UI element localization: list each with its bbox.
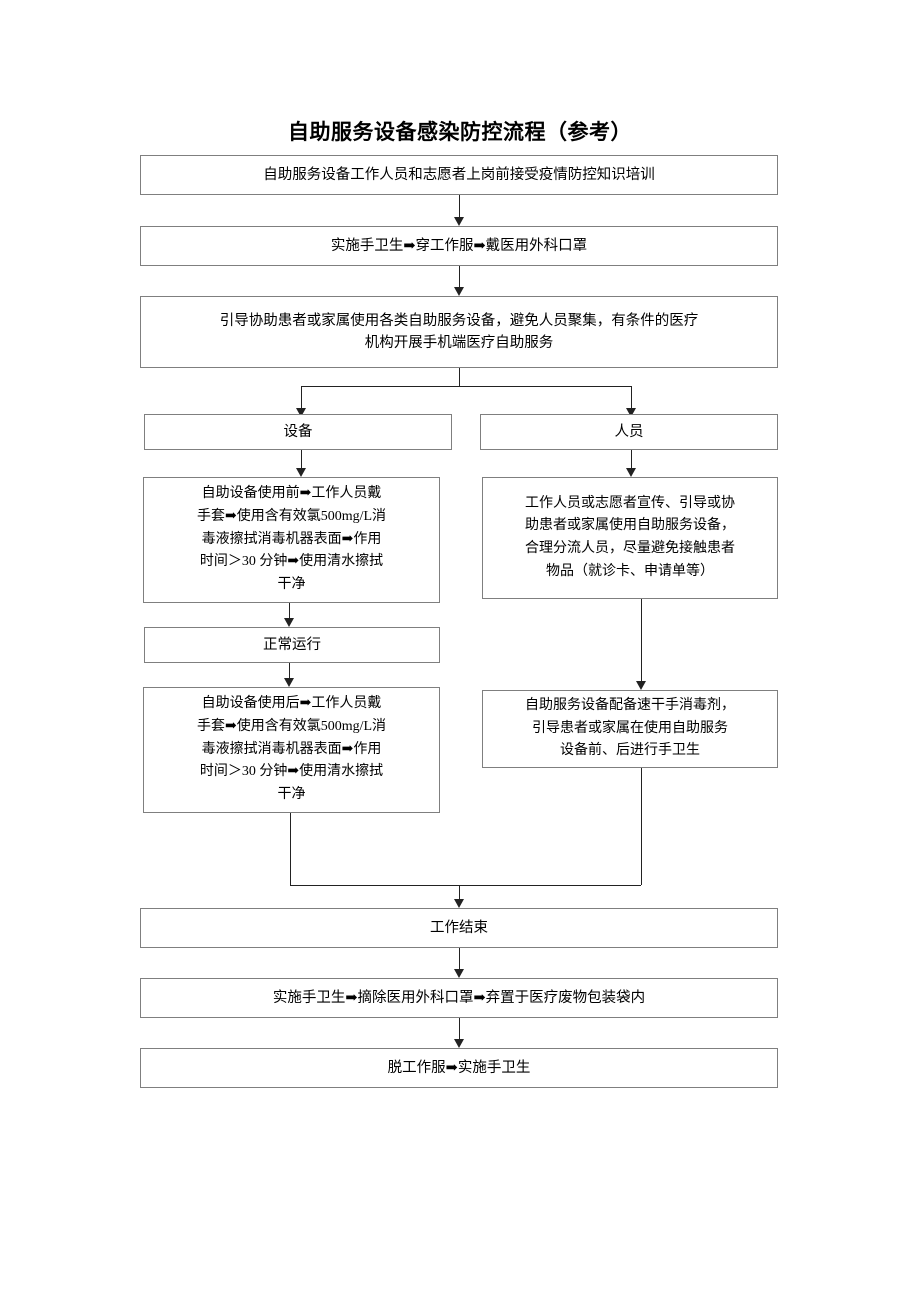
node-equipment-before-use-label: 自助设备使用前➡工作人员戴 手套➡使用含有效氯500mg/L消 毒液擦拭消毒机器… xyxy=(196,486,387,592)
node-equipment-before-use: 自助设备使用前➡工作人员戴 手套➡使用含有效氯500mg/L消 毒液擦拭消毒机器… xyxy=(143,477,440,603)
node-mask-off: 实施手卫生➡摘除医用外科口罩➡弃置于医疗废物包装袋内 xyxy=(140,978,778,1018)
node-equipment-normal-operation-label: 正常运行 xyxy=(263,636,321,653)
connector-merge-to-work-end xyxy=(459,885,460,900)
node-training-label: 自助服务设备工作人员和志愿者上岗前接受疫情防控知识培训 xyxy=(263,166,655,183)
node-work-end-label: 工作结束 xyxy=(430,919,488,936)
arrowhead-fork-right xyxy=(625,408,636,417)
connector-merge-bar xyxy=(290,885,641,886)
node-equipment-normal-operation: 正常运行 xyxy=(144,627,440,663)
connector-fork-left-drop xyxy=(301,386,302,408)
node-ppe-on-label: 实施手卫生➡穿工作服➡戴医用外科口罩 xyxy=(330,237,588,254)
node-personnel-hand-sanitizer-label: 自助服务设备配备速干手消毒剂， 引导患者或家属在使用自助服务 设备前、后进行手卫… xyxy=(525,697,735,759)
node-ppe-on: 实施手卫生➡穿工作服➡戴医用外科口罩 xyxy=(140,226,778,266)
node-branch-personnel: 人员 xyxy=(480,414,778,450)
node-equipment-after-use: 自助设备使用后➡工作人员戴 手套➡使用含有效氯500mg/L消 毒液擦拭消毒机器… xyxy=(143,687,440,813)
arrowhead-training-to-ppe xyxy=(453,217,464,226)
node-guide-patients-label: 引导协助患者或家属使用各类自助服务设备，避免人员聚集，有条件的医疗 机构开展手机… xyxy=(219,312,699,351)
connector-personnel-merge-drop xyxy=(641,768,642,885)
node-personnel-hand-sanitizer: 自助服务设备配备速干手消毒剂， 引导患者或家属在使用自助服务 设备前、后进行手卫… xyxy=(482,690,778,768)
node-personnel-guidance: 工作人员或志愿者宣传、引导或协 助患者或家属使用自助服务设备， 合理分流人员，尽… xyxy=(482,477,778,599)
node-mask-off-label: 实施手卫生➡摘除医用外科口罩➡弃置于医疗废物包装袋内 xyxy=(272,989,646,1006)
node-branch-equipment: 设备 xyxy=(144,414,452,450)
node-guide-patients: 引导协助患者或家属使用各类自助服务设备，避免人员聚集，有条件的医疗 机构开展手机… xyxy=(140,296,778,368)
node-work-end: 工作结束 xyxy=(140,908,778,948)
node-gown-off: 脱工作服➡实施手卫生 xyxy=(140,1048,778,1088)
arrowhead-guidance-to-sanitizer xyxy=(635,681,646,690)
arrowhead-mask-off-to-gown-off xyxy=(453,1039,464,1048)
page-title: 自助服务设备感染防控流程（参考） xyxy=(288,120,632,144)
arrowhead-personnel-to-guidance xyxy=(625,468,636,477)
node-equipment-after-use-label: 自助设备使用后➡工作人员戴 手套➡使用含有效氯500mg/L消 毒液擦拭消毒机器… xyxy=(196,696,387,802)
connector-guide-fork-bar xyxy=(301,386,631,387)
arrowhead-ppe-to-guide xyxy=(453,287,464,296)
connector-work-end-to-mask-off xyxy=(459,948,460,969)
connector-guidance-to-sanitizer xyxy=(641,599,642,681)
connector-normal-to-after xyxy=(289,663,290,678)
connector-before-to-normal xyxy=(289,603,290,618)
arrowhead-equipment-to-before xyxy=(295,468,306,477)
connector-equipment-merge-drop xyxy=(290,813,291,885)
arrowhead-fork-left xyxy=(295,408,306,417)
node-personnel-guidance-label: 工作人员或志愿者宣传、引导或协 助患者或家属使用自助服务设备， 合理分流人员，尽… xyxy=(525,495,735,579)
node-branch-personnel-label: 人员 xyxy=(614,423,644,440)
node-gown-off-label: 脱工作服➡实施手卫生 xyxy=(387,1059,531,1076)
arrowhead-before-to-normal xyxy=(283,618,294,627)
connector-mask-off-to-gown-off xyxy=(459,1018,460,1039)
connector-personnel-to-guidance xyxy=(631,450,632,468)
connector-fork-right-drop xyxy=(631,386,632,408)
arrowhead-normal-to-after xyxy=(283,678,294,687)
connector-equipment-to-before xyxy=(301,450,302,468)
arrowhead-work-end-to-mask-off xyxy=(453,969,464,978)
connector-ppe-to-guide xyxy=(459,266,460,287)
connector-training-to-ppe xyxy=(459,195,460,217)
arrowhead-merge-to-work-end xyxy=(453,899,464,908)
node-training: 自助服务设备工作人员和志愿者上岗前接受疫情防控知识培训 xyxy=(140,155,778,195)
connector-guide-fork-stem xyxy=(459,368,460,386)
node-branch-equipment-label: 设备 xyxy=(283,423,313,440)
